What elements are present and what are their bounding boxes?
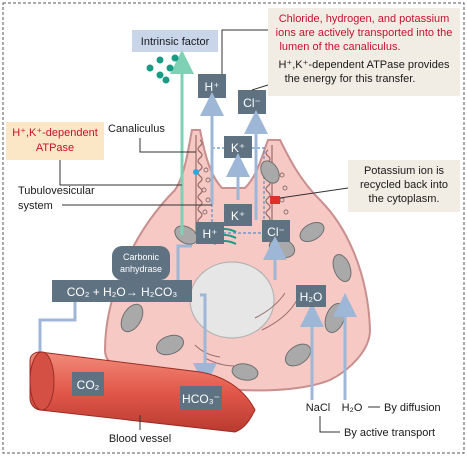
- co2-vessel-box: [72, 372, 104, 396]
- k-ion-upper: K⁺: [231, 141, 245, 155]
- intrinsic-factor-label: Intrinsic factor: [141, 36, 210, 48]
- potassium-line3: the cytoplasm.: [369, 193, 440, 205]
- potassium-line1: Potassium ion is: [364, 165, 445, 177]
- transport-line1: Chloride, hydrogen, and potassium: [279, 13, 450, 25]
- canaliculus-label: Canaliculus: [108, 123, 165, 135]
- ion-arrows: [176, 92, 357, 400]
- canaliculus-pointer: [139, 138, 196, 153]
- by-diffusion-label: By diffusion: [384, 402, 441, 414]
- tubulovesicular-label-line2: system: [18, 200, 53, 212]
- energy-callout-line: [251, 84, 269, 91]
- by-active-transport-label: By active transport: [344, 427, 435, 439]
- reaction-box: [52, 280, 192, 302]
- carbonic-anhydrase-box: [112, 246, 170, 280]
- cl-ion-top: Cl⁻: [243, 96, 261, 110]
- nacl-label: NaCl: [306, 402, 330, 414]
- hco3-vessel-box: [180, 386, 222, 410]
- vesicles: [201, 167, 289, 215]
- vessel-opening: [29, 351, 55, 411]
- atpase-line2: ATPase: [36, 142, 74, 154]
- h2o-cell-box: [296, 285, 326, 307]
- h-ion-lower-box: [196, 222, 224, 244]
- potassium-channel-marker: [270, 196, 280, 204]
- transport-line2: ions are actively transported into the: [276, 27, 453, 39]
- intrinsic-factor-box: [132, 30, 218, 52]
- atpase-callout: [6, 122, 104, 160]
- active-transport-pointer: [319, 416, 340, 433]
- h2o-cell: H₂O: [300, 290, 323, 304]
- atpase-pointer: [59, 160, 182, 186]
- energy-line2: the energy for this transfer.: [285, 73, 416, 85]
- k-ion-lower: K⁺: [231, 209, 245, 223]
- atpase-line1: H⁺,K⁺-dependent: [12, 127, 98, 139]
- h-ion-top: H⁺: [205, 80, 220, 94]
- transport-callout: [268, 8, 460, 96]
- reaction-equation: CO₂ + H₂O→ H₂CO₃: [67, 285, 178, 299]
- carbonic-label-line2: anhydrase: [120, 264, 162, 274]
- potassium-callout: [348, 160, 460, 212]
- k-ion-lower-box: [224, 204, 252, 226]
- atpase-marker: [193, 169, 199, 175]
- hco3-vessel: HCO₃⁻: [182, 392, 220, 406]
- potassium-pointer: [279, 187, 349, 199]
- blood-vessel-label: Blood vessel: [109, 433, 171, 445]
- intrinsic-factor-dots: [146, 54, 179, 84]
- h2o-diffusion-label: H₂O: [342, 402, 363, 414]
- k-ion-upper-box: [224, 136, 252, 158]
- transport-callout-line: [221, 29, 268, 74]
- co2-vessel: CO₂: [77, 378, 100, 392]
- potassium-line2: recycled back into: [360, 179, 448, 191]
- cl-ion-lower: Cl⁻: [267, 225, 285, 239]
- h-ion-lower: H⁺: [203, 227, 218, 241]
- tubulovesicular-label-line1: Tubulovesicular: [18, 185, 95, 197]
- transport-line3: lumen of the canaliculus.: [279, 41, 400, 53]
- carbonic-label-line1: Carbonic: [123, 252, 160, 262]
- energy-line1: H⁺,K⁺-dependent ATPase provides: [278, 59, 450, 71]
- nucleus: [189, 261, 275, 339]
